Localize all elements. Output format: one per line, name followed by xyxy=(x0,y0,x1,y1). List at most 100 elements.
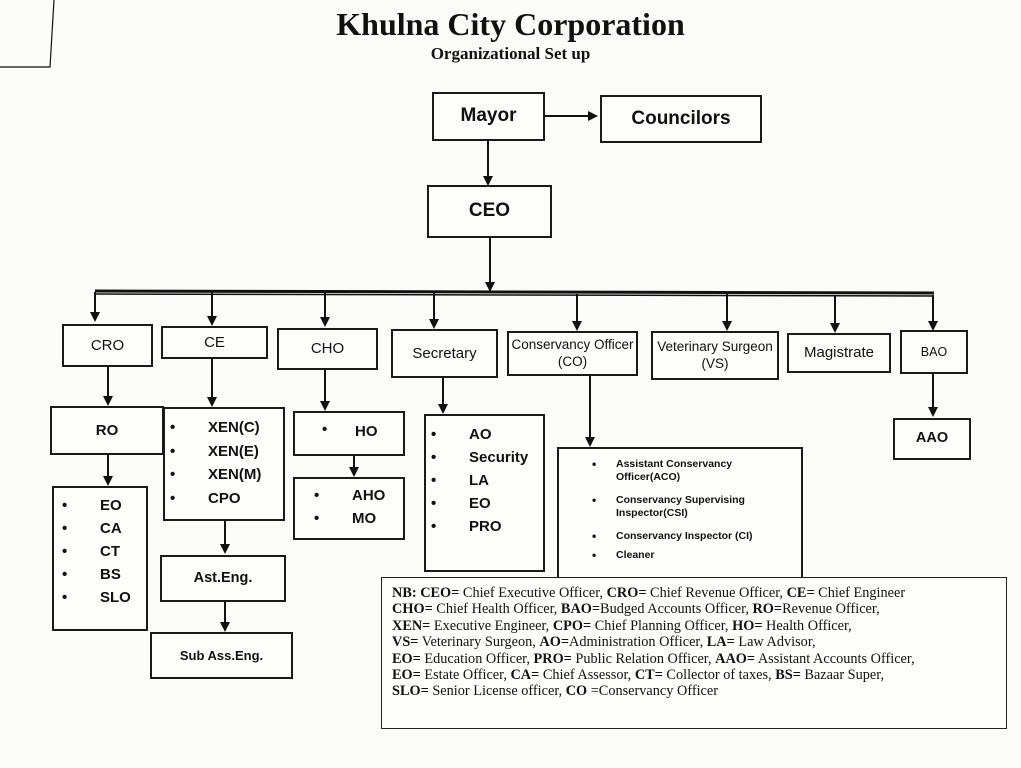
note-abbreviation: SLO= xyxy=(392,683,429,700)
ro-subordinates-list: • EO •CA • CT • BS •SLO xyxy=(62,494,131,609)
note-abbreviation: CT= xyxy=(634,667,663,684)
note-abbreviation: RO= xyxy=(752,601,783,618)
secretary-subordinates-box xyxy=(424,414,545,572)
ho-subordinate-item: • AHO xyxy=(314,484,386,507)
ho-subordinate-item: • MO xyxy=(314,507,385,530)
secretary-subordinate-label: PRO xyxy=(469,518,502,535)
note-line: EO= Education Officer, PRO= Public Relat… xyxy=(392,651,1006,667)
bullet-point: • xyxy=(314,510,320,527)
co-subordinate-label: Conservancy Inspector (CI) xyxy=(616,530,753,542)
note-definition: Chief Revenue Officer, xyxy=(646,585,787,601)
note-abbreviation: CO xyxy=(565,683,588,700)
bullet-point: • xyxy=(314,487,320,504)
note-abbreviation: NB: CEO= xyxy=(392,585,460,601)
ce-subordinates-list: •XEN(C)•XEN(E)•XEN(M)•CPO xyxy=(170,416,261,511)
note-abbreviation: EO= xyxy=(392,650,421,667)
magistrate-box: Magistrate xyxy=(787,333,891,373)
co-subordinate-item: • Conservancy Supervising Inspector(CSI) xyxy=(592,494,786,520)
ro-subordinate-item: • CT xyxy=(62,540,131,563)
note-definition: Revenue Officer, xyxy=(782,601,880,618)
co-subordinate-label: Cleaner xyxy=(616,549,655,561)
note-definition: =Conservancy Officer xyxy=(587,683,719,700)
note-abbreviation: CRO= xyxy=(606,585,647,601)
note-definition: Assistant Accounts Officer, xyxy=(755,650,915,667)
note-definition: Estate Officer, xyxy=(420,667,511,684)
councilors-box: Councilors xyxy=(600,95,762,143)
note-definition: Chief Health Officer, xyxy=(432,601,561,618)
note-abbreviation: AO= xyxy=(539,634,570,651)
bullet-point: • xyxy=(170,466,176,483)
note-abbreviation: PRO= xyxy=(533,650,572,667)
secretary-subordinate-item: •EO xyxy=(431,492,528,515)
bullet-point: • xyxy=(431,495,437,512)
note-definition: Education Officer, xyxy=(420,650,534,667)
note-abbreviation: BS= xyxy=(775,667,801,684)
ro-subordinate-item: •SLO xyxy=(62,586,131,609)
ho-subordinates-box xyxy=(293,477,405,540)
mayor-box: Mayor xyxy=(432,92,545,141)
ro-subordinate-label: CT xyxy=(100,543,120,560)
ro-subordinate-label: BS xyxy=(100,566,121,583)
ho-subordinates-list: • AHO • MO xyxy=(314,484,386,530)
note-definition: Chief Assessor, xyxy=(539,667,635,684)
note-line: EO= Estate Officer, CA= Chief Assessor, … xyxy=(392,667,1006,683)
bullet-point: • xyxy=(431,518,437,535)
bullet-point: • xyxy=(431,472,437,489)
secretary-subordinate-label: Security xyxy=(469,449,529,466)
bullet-point: • xyxy=(431,449,437,466)
vs-box: Veterinary Surgeon (VS) xyxy=(651,331,779,380)
ho-subordinate-label: MO xyxy=(352,510,377,527)
ce-subordinate-item: •XEN(C) xyxy=(170,416,261,440)
bao-box: BAO xyxy=(900,330,968,374)
secretary-box: Secretary xyxy=(391,329,498,378)
co-subordinate-label: Conservancy Supervising Inspector(CSI) xyxy=(616,494,745,519)
ast-eng-box: Ast.Eng. xyxy=(160,555,286,602)
ce-subordinate-label: XEN(E) xyxy=(208,442,259,460)
secretary-subordinate-item: •LA xyxy=(431,469,528,492)
ro-subordinate-item: •CA xyxy=(62,517,131,540)
note-line: NB: CEO= Chief Executive Officer, CRO= C… xyxy=(392,585,1006,601)
ho-bullet: • xyxy=(322,421,328,438)
ro-box: RO xyxy=(50,406,164,455)
note-abbreviation: CE= xyxy=(786,585,815,601)
note-definition: Administration Officer, xyxy=(569,634,707,651)
bullet-point: • xyxy=(170,489,176,507)
ro-subordinate-item: • EO xyxy=(62,494,131,517)
co-subordinate-item: • Conservancy Inspector (CI) xyxy=(592,530,786,543)
page-title: Khulna City Corporation xyxy=(336,6,685,42)
bullet-point: • xyxy=(62,497,68,514)
co-subordinate-label: Assistant Conservancy Officer(ACO) xyxy=(616,458,733,483)
bullet-point: • xyxy=(170,419,176,436)
note-definition: Chief Executive Officer, xyxy=(459,585,607,601)
note-definition: Collector of taxes, xyxy=(662,667,776,684)
ro-subordinate-label: EO xyxy=(100,497,122,514)
ro-subordinate-item: • BS xyxy=(62,563,131,586)
secretary-subordinate-item: • AO xyxy=(431,423,528,446)
note-abbreviation: XEN= xyxy=(392,617,431,634)
note-definition: Senior License officer, xyxy=(428,683,566,700)
bullet-point: • xyxy=(592,493,597,507)
ce-subordinates-box xyxy=(163,407,285,521)
page-subtitle: Organizational Set up xyxy=(430,44,591,63)
note-definition: Budged Accounts Officer, xyxy=(600,601,753,618)
ce-subordinate-item: •CPO xyxy=(170,487,261,511)
bullet-point: • xyxy=(62,543,68,560)
note-definition: Veterinary Surgeon, xyxy=(418,634,540,651)
co-subordinates-box xyxy=(557,447,803,579)
cho-box: CHO xyxy=(277,328,378,370)
note-definition: Chief Engineer xyxy=(814,585,906,601)
ho-label: HO xyxy=(355,423,378,440)
ho-subordinate-label: AHO xyxy=(352,487,386,504)
note-abbreviation: CA= xyxy=(510,667,540,684)
bullet-point: • xyxy=(592,529,597,543)
note-line: SLO= Senior License officer, CO =Conserv… xyxy=(392,683,1006,699)
aao-box: AAO xyxy=(893,418,971,460)
bullet-point: • xyxy=(62,566,68,583)
ro-subordinate-label: SLO xyxy=(100,589,131,606)
bullet-point: • xyxy=(592,457,597,471)
note-definition: Bazaar Super, xyxy=(800,667,885,684)
ce-subordinate-item: •XEN(E) xyxy=(170,440,261,464)
secretary-subordinate-label: AO xyxy=(469,426,492,443)
bullet-point: • xyxy=(431,426,437,443)
